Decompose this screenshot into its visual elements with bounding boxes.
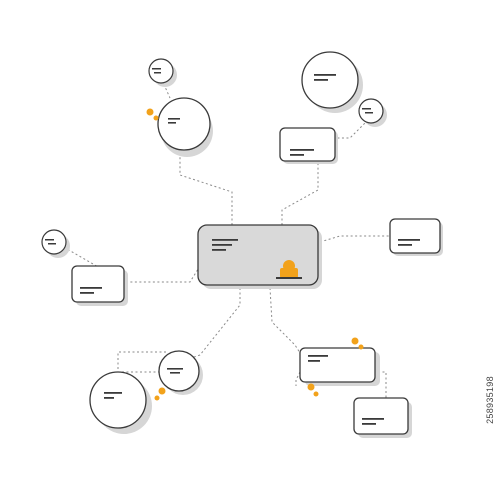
node-card-bottom-right — [299, 337, 380, 397]
node-card-bottom-right-lower — [353, 397, 412, 438]
orange-dot-icon — [307, 383, 315, 391]
connector-bottom-left-small — [117, 351, 168, 373]
node-circle-bottom-left-large — [89, 371, 152, 434]
node-circle-top-left-small — [148, 58, 177, 87]
center-card-text-lines — [212, 239, 238, 251]
orange-dot-icon — [313, 391, 319, 397]
orange-dot-icon — [146, 108, 154, 116]
node-circle-top-right-small — [358, 98, 387, 127]
node-circle-top-left — [146, 97, 213, 157]
node-circle-bottom-left — [154, 350, 203, 401]
connector-top-right-small — [338, 119, 369, 139]
connector-left-small — [59, 244, 101, 269]
node-card-top-right — [279, 127, 338, 164]
center-card — [197, 224, 322, 289]
connector-right — [319, 235, 390, 243]
orange-dot-icon — [358, 344, 364, 350]
stock-id-text: 258935198 — [485, 376, 495, 424]
connector-top-right — [281, 163, 319, 225]
node-card-right — [389, 218, 443, 256]
node-circle-left-small — [41, 229, 70, 258]
orange-dot-icon — [153, 115, 159, 121]
orange-dot-icon — [158, 387, 166, 395]
connector-top-left-small — [161, 79, 171, 99]
orange-dot-icon — [351, 337, 359, 345]
connector-top-left — [179, 152, 233, 225]
node-circle-top-right — [301, 51, 363, 113]
connector-left — [126, 265, 201, 283]
person-icon — [276, 260, 302, 279]
connector-bottom-left — [184, 288, 241, 361]
node-card-left — [71, 265, 128, 306]
orange-dot-icon — [154, 395, 160, 401]
connector-bottom-right — [269, 287, 303, 357]
stock-id-watermark: 258935198 — [480, 300, 500, 500]
